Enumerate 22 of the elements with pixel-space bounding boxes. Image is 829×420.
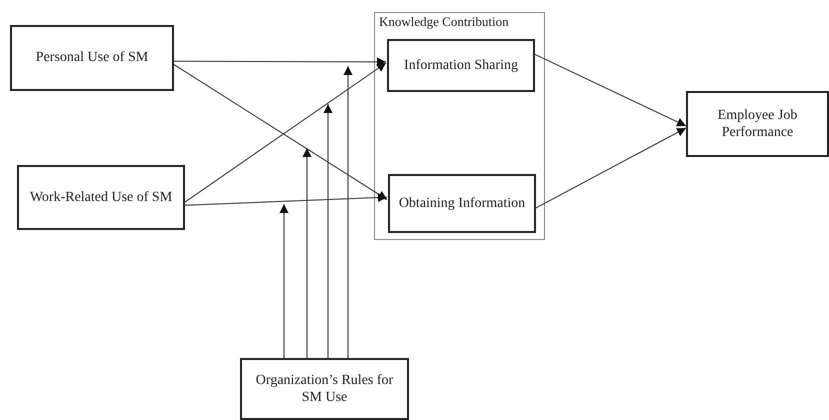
group-title: Knowledge Contribution	[379, 14, 509, 30]
arrow	[174, 57, 386, 66]
construct-label: Organization’s Rules for SM Use	[254, 372, 394, 406]
construct-box	[17, 165, 185, 230]
arrow	[324, 104, 332, 358]
construct-label: Obtaining Information	[398, 194, 526, 212]
construct-label: Personal Use of SM	[36, 49, 148, 67]
construct-label: Information Sharing	[404, 56, 518, 74]
construct-box	[388, 174, 536, 233]
construct-box	[240, 358, 409, 420]
construct-box	[686, 91, 829, 157]
construct-box	[387, 39, 535, 92]
arrow	[280, 204, 288, 358]
construct-label: Employee Job Performance	[716, 106, 798, 142]
arrow	[344, 66, 352, 358]
arrow	[302, 148, 312, 358]
construct-box	[10, 25, 174, 91]
arrow	[184, 193, 388, 206]
arrow	[534, 127, 686, 209]
construct-label: Work-Related Use of SM	[30, 188, 172, 206]
group-box	[374, 12, 545, 240]
arrow	[534, 53, 686, 126]
